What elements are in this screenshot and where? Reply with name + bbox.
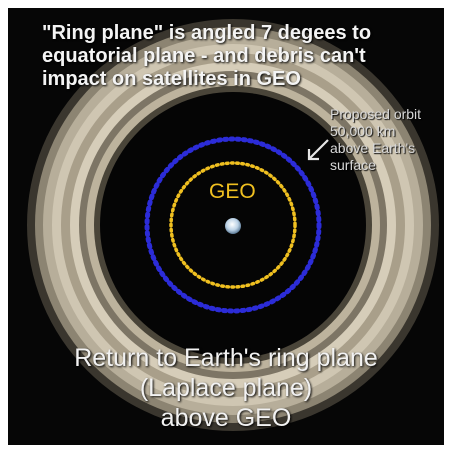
headline-line-3: impact on satellites in GEO	[42, 68, 301, 90]
headline-line-2: equatorial plane - and debris can't	[42, 45, 366, 67]
caption-line-3: above GEO	[160, 404, 292, 432]
orbit-note-line-3: above Earth's	[330, 140, 416, 156]
diagram-frame: "Ring plane" is angled 7 degees to equat…	[8, 8, 444, 445]
orbit-arrow	[307, 139, 329, 161]
ring-diagram	[27, 19, 439, 431]
headline-line-1: "Ring plane" is angled 7 degees to	[42, 22, 372, 44]
orbit-note-line-2: 50,000 km	[330, 123, 396, 139]
orbit-note: Proposed orbit 50,000 km above Earth's s…	[330, 106, 444, 174]
caption-line-1: Return to Earth's ring plane	[74, 344, 378, 372]
orbit-note-line-4: surface	[330, 157, 376, 173]
proposed-orbit	[144, 136, 322, 314]
orbit-note-line-1: Proposed orbit	[330, 106, 422, 122]
headline: "Ring plane" is angled 7 degees to equat…	[42, 22, 442, 91]
caption-line-2: (Laplace plane)	[139, 374, 313, 402]
geo-orbit	[169, 161, 297, 289]
geo-label: GEO	[209, 180, 256, 203]
earth	[225, 218, 241, 234]
